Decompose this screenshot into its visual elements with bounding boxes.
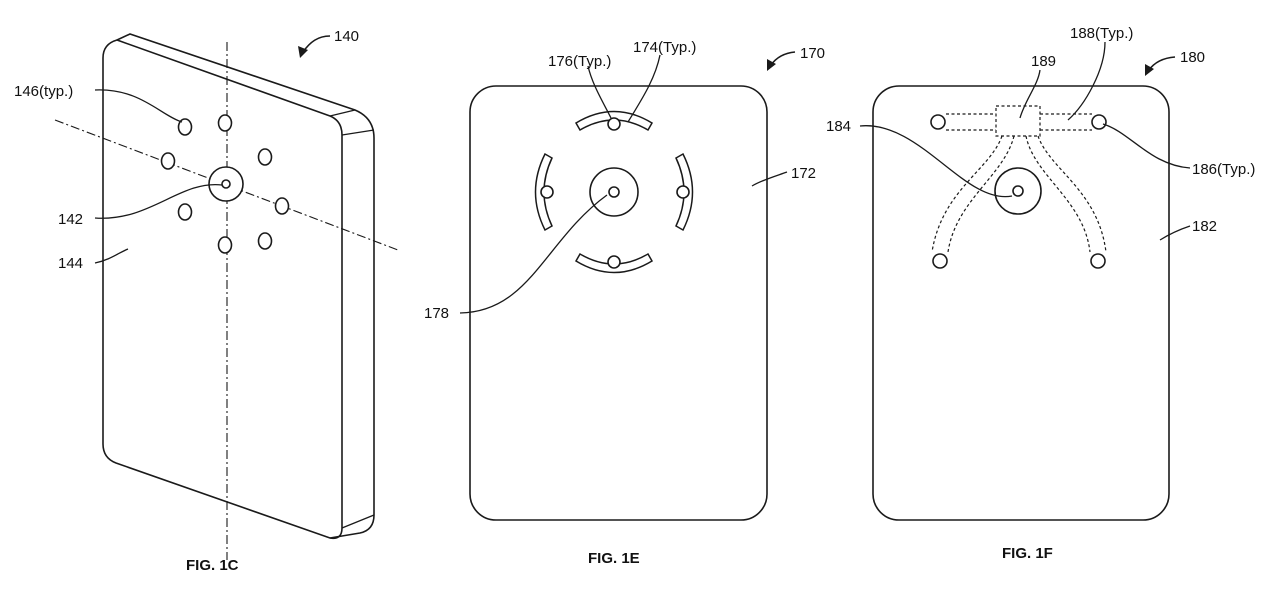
ref-label-146: 146(typ.) bbox=[14, 83, 73, 100]
leader-144 bbox=[94, 248, 129, 264]
hole bbox=[217, 114, 233, 132]
leader-182 bbox=[1159, 225, 1191, 241]
arrow-170 bbox=[770, 51, 796, 66]
ref-label-180: 180 bbox=[1180, 49, 1205, 66]
channel-right-inner bbox=[1025, 135, 1091, 253]
slot-hole bbox=[540, 185, 554, 199]
center-dot-142 bbox=[221, 179, 231, 189]
figure-1c: 140 146(typ.) 142 144 FIG. 1C bbox=[14, 28, 399, 574]
hole bbox=[274, 197, 290, 215]
slot-hole bbox=[607, 255, 621, 269]
port bbox=[932, 253, 948, 269]
arrow-180 bbox=[1148, 56, 1176, 71]
device-outline-182 bbox=[872, 85, 1170, 521]
arrow-140 bbox=[302, 35, 331, 53]
port bbox=[1091, 114, 1107, 130]
channels-188 bbox=[931, 105, 1107, 253]
ref-label-182: 182 bbox=[1192, 218, 1217, 235]
channel-left-outer bbox=[931, 135, 1003, 253]
arrowhead-180 bbox=[1145, 64, 1154, 76]
leader-176 bbox=[587, 65, 612, 119]
hole bbox=[160, 152, 176, 170]
leader-186 bbox=[1102, 123, 1191, 169]
ref-label-170: 170 bbox=[800, 45, 825, 62]
ref-label-172: 172 bbox=[791, 165, 816, 182]
ports-186 bbox=[930, 114, 1107, 269]
port bbox=[1090, 253, 1106, 269]
center-dot-178 bbox=[608, 186, 620, 198]
ref-label-144: 144 bbox=[58, 255, 83, 272]
slot-top bbox=[574, 110, 654, 132]
figure-1f: 180 188(Typ.) 189 184 186(Typ.) 182 FIG.… bbox=[826, 25, 1255, 562]
leader-146 bbox=[94, 89, 183, 123]
leader-174 bbox=[627, 54, 661, 123]
figure-1e: 170 176(Typ.) 174(Typ.) 172 178 FIG. 1E bbox=[424, 39, 825, 567]
ref-label-174: 174(Typ.) bbox=[633, 39, 696, 56]
leader-188 bbox=[1067, 41, 1106, 121]
slot-hole bbox=[676, 185, 690, 199]
slot-hole bbox=[607, 117, 621, 131]
ref-label-140: 140 bbox=[334, 28, 359, 45]
leader-172 bbox=[751, 171, 788, 187]
device-body-140 bbox=[102, 33, 375, 540]
slot-bottom bbox=[574, 252, 654, 274]
arrowhead-170 bbox=[767, 59, 776, 71]
hole bbox=[177, 203, 193, 221]
port bbox=[930, 114, 946, 130]
leader-178 bbox=[459, 194, 608, 314]
ref-label-188: 188(Typ.) bbox=[1070, 25, 1133, 42]
ref-label-176: 176(Typ.) bbox=[548, 53, 611, 70]
leader-184 bbox=[859, 125, 1013, 198]
center-dot-184 bbox=[1012, 185, 1024, 197]
ref-label-184: 184 bbox=[826, 118, 851, 135]
leader-189 bbox=[1019, 69, 1041, 119]
hole bbox=[257, 148, 273, 166]
ref-label-186: 186(Typ.) bbox=[1192, 161, 1255, 178]
channel-right-outer bbox=[1037, 135, 1107, 253]
hole bbox=[177, 118, 193, 136]
ref-label-178: 178 bbox=[424, 305, 449, 322]
ref-label-142: 142 bbox=[58, 211, 83, 228]
figure-caption-1c: FIG. 1C bbox=[186, 557, 239, 574]
figure-caption-1f: FIG. 1F bbox=[1002, 545, 1053, 562]
hole bbox=[217, 236, 233, 254]
hub-189 bbox=[995, 105, 1041, 137]
channel-top bbox=[946, 113, 1092, 131]
figure-caption-1e: FIG. 1E bbox=[588, 550, 640, 567]
hole bbox=[257, 232, 273, 250]
arc-slots-174 bbox=[534, 110, 694, 274]
device-outline-172 bbox=[469, 85, 768, 521]
ref-label-189: 189 bbox=[1031, 53, 1056, 70]
arrowhead-140 bbox=[298, 46, 308, 58]
peripheral-holes-146 bbox=[160, 114, 290, 254]
channel-left-inner bbox=[947, 135, 1015, 253]
leader-142 bbox=[94, 183, 223, 219]
